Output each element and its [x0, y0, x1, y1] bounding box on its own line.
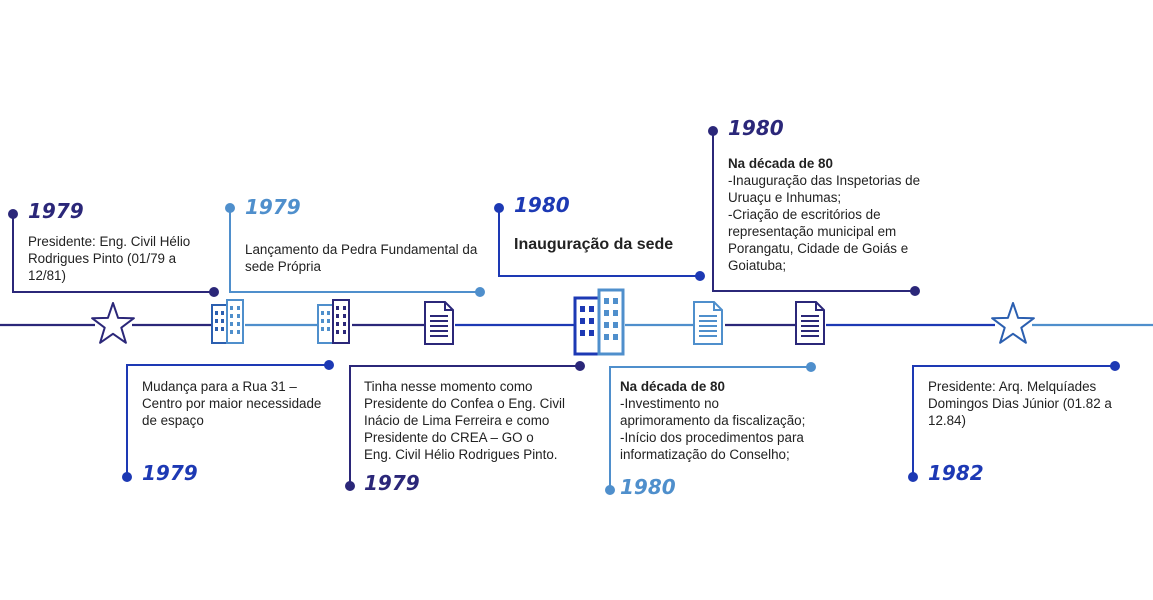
- event-1-line: Presidente: Eng. Civil Hélio: [28, 234, 191, 249]
- event-1-line: Rodrigues Pinto (01/79 a: [28, 251, 177, 266]
- document-icon: [795, 301, 825, 345]
- connector-e8: [908, 361, 1120, 482]
- event-1-line: 12/81): [28, 268, 66, 283]
- event-8-text: Presidente: Arq. Melquíades Domingos Dia…: [928, 378, 1128, 429]
- connector-e4: [345, 361, 585, 491]
- event-7-line: representação municipal em: [728, 224, 897, 239]
- building-icon: [211, 299, 244, 344]
- connector-e2: [122, 360, 334, 482]
- event-3-year: 1979: [245, 195, 301, 219]
- event-2-line: de espaço: [142, 413, 204, 428]
- event-2-line: Mudança para a Rua 31 –: [142, 379, 297, 394]
- event-7-title: Na década de 80: [728, 156, 833, 171]
- event-3-line: Lançamento da Pedra Fundamental da: [245, 242, 478, 257]
- event-4-year: 1979: [364, 471, 420, 495]
- event-3-text: Lançamento da Pedra Fundamental da sede …: [245, 241, 485, 275]
- event-7-year: 1980: [728, 116, 784, 140]
- event-8-line: Domingos Dias Júnior (01.82 a: [928, 396, 1112, 411]
- event-5-year: 1980: [514, 193, 570, 217]
- connector-e1: [8, 209, 219, 297]
- connector-e7: [708, 126, 920, 296]
- event-7-text: Na década de 80 -Inauguração das Inspeto…: [728, 155, 928, 274]
- event-8-line: Presidente: Arq. Melquíades: [928, 379, 1097, 394]
- connector-e6: [605, 362, 816, 495]
- building-icon: [317, 299, 350, 344]
- event-7-line: Goiatuba;: [728, 258, 787, 273]
- event-4-line: Tinha nesse momento como: [364, 379, 533, 394]
- event-4-text: Tinha nesse momento como Presidente do C…: [364, 378, 579, 463]
- event-2-text: Mudança para a Rua 31 – Centro por maior…: [142, 378, 332, 429]
- event-8-year: 1982: [928, 461, 984, 485]
- event-6-line: informatização do Conselho;: [620, 447, 790, 462]
- event-6-year: 1980: [620, 475, 676, 499]
- event-6-line: -Investimento no: [620, 396, 719, 411]
- building-icon-large: [573, 288, 625, 356]
- connector-e5: [494, 203, 705, 281]
- event-4-line: Inácio de Lima Ferreira e como: [364, 413, 550, 428]
- event-4-line: Presidente do CREA – GO o: [364, 430, 534, 445]
- event-6-text: Na década de 80 -Investimento no aprimor…: [620, 378, 815, 463]
- document-icon: [693, 301, 723, 345]
- event-6-line: -Início dos procedimentos para: [620, 430, 804, 445]
- event-4-line: Eng. Civil Hélio Rodrigues Pinto.: [364, 447, 558, 462]
- event-7-line: Porangatu, Cidade de Goiás e: [728, 241, 909, 256]
- star-icon: [991, 302, 1035, 344]
- connector-e3: [225, 203, 485, 297]
- event-2-year: 1979: [142, 461, 198, 485]
- event-4-line: Presidente do Confea o Eng. Civil: [364, 396, 565, 411]
- event-5-heading: Inauguração da sede: [514, 236, 674, 253]
- event-7-line: Uruaçu e Inhumas;: [728, 190, 842, 205]
- event-7-line: -Criação de escritórios de: [728, 207, 881, 222]
- document-icon: [424, 301, 454, 345]
- star-icon: [91, 302, 135, 344]
- event-1-year: 1979: [28, 199, 84, 223]
- event-8-line: 12.84): [928, 413, 966, 428]
- event-1-text: Presidente: Eng. Civil Hélio Rodrigues P…: [28, 233, 208, 284]
- event-3-line: sede Própria: [245, 259, 321, 274]
- event-2-line: Centro por maior necessidade: [142, 396, 322, 411]
- event-6-title: Na década de 80: [620, 379, 725, 394]
- event-7-line: -Inauguração das Inspetorias de: [728, 173, 921, 188]
- event-6-line: aprimoramento da fiscalização;: [620, 413, 806, 428]
